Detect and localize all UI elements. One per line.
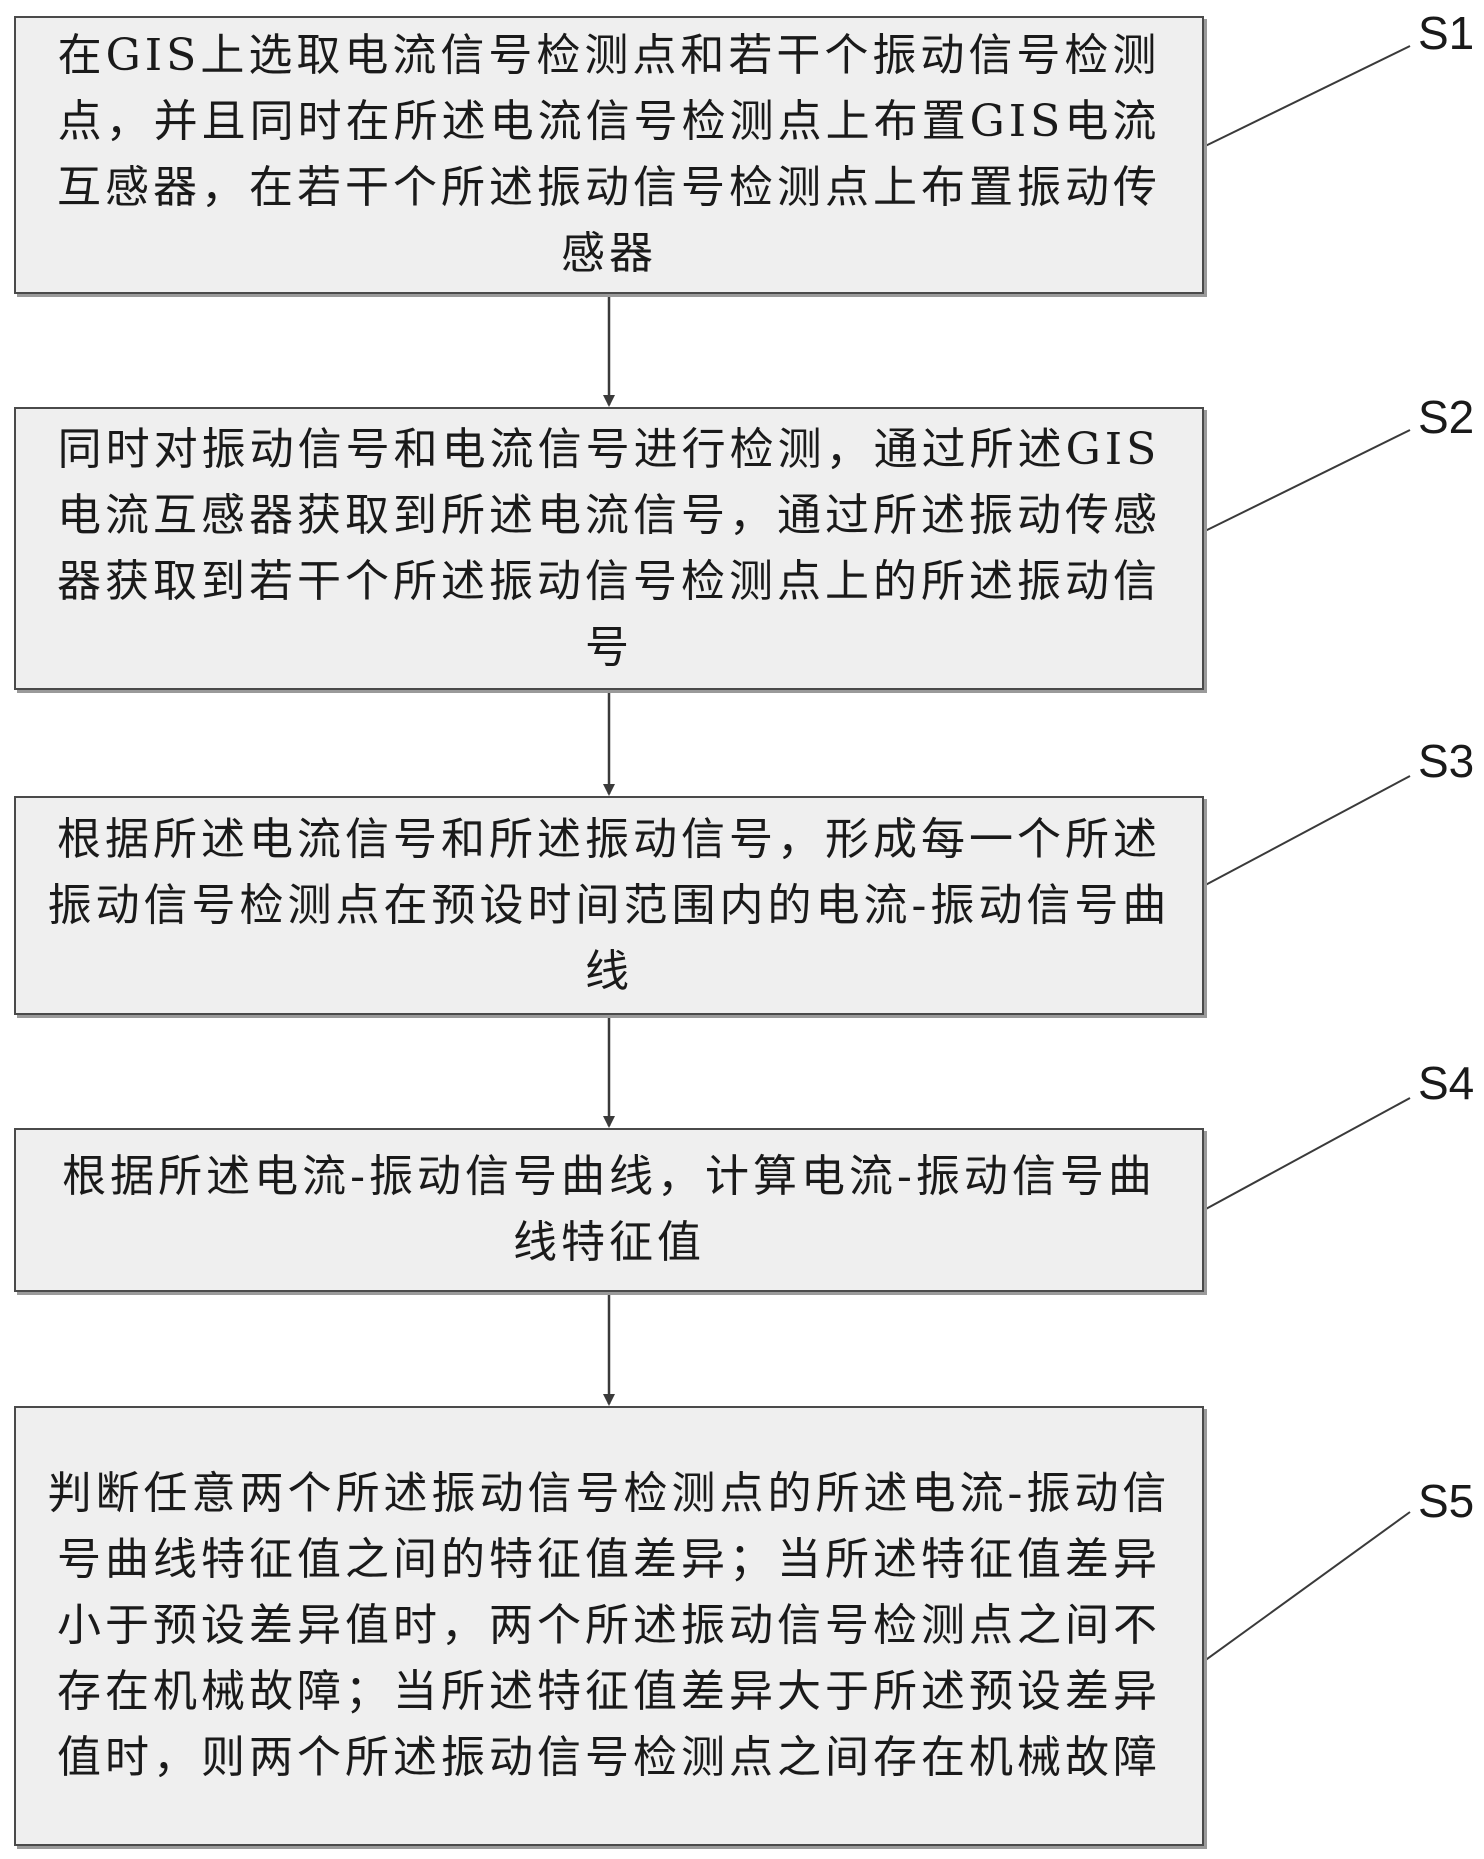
step-label-s5: S5 (1418, 1475, 1475, 1527)
leader-line-s3 (1203, 775, 1411, 887)
step-text-s1: 在GIS上选取电流信号检测点和若干个振动信号检测点，并且同时在所述电流信号检测点… (57, 30, 1161, 279)
step-label-s2: S2 (1418, 391, 1475, 443)
step-label-s1: S1 (1418, 7, 1475, 59)
step-label-s3: S3 (1418, 735, 1475, 787)
step-text-s3: 根据所述电流信号和所述振动信号，形成每一个所述振动信号检测点在预设时间范围内的电… (47, 813, 1171, 997)
step-box-s1: 在GIS上选取电流信号检测点和若干个振动信号检测点，并且同时在所述电流信号检测点… (14, 16, 1204, 294)
step-text-s5: 判断任意两个所述振动信号检测点的所述电流-振动信号曲线特征值之间的特征值差异；当… (47, 1468, 1171, 1783)
step-text-s2: 同时对振动信号和电流信号进行检测，通过所述GIS电流互感器获取到所述电流信号，通… (57, 423, 1161, 673)
step-box-s4: 根据所述电流-振动信号曲线，计算电流-振动信号曲线特征值 (14, 1128, 1204, 1292)
step-box-s3: 根据所述电流信号和所述振动信号，形成每一个所述振动信号检测点在预设时间范围内的电… (14, 796, 1204, 1015)
leader-line-s5 (1203, 1511, 1411, 1663)
leader-line-s2 (1203, 429, 1411, 533)
step-box-s5: 判断任意两个所述振动信号检测点的所述电流-振动信号曲线特征值之间的特征值差异；当… (14, 1406, 1204, 1846)
step-text-s4: 根据所述电流-振动信号曲线，计算电流-振动信号曲线特征值 (62, 1151, 1156, 1268)
step-label-s4: S4 (1418, 1057, 1475, 1109)
leader-line-s1 (1203, 45, 1411, 148)
step-box-s2: 同时对振动信号和电流信号进行检测，通过所述GIS电流互感器获取到所述电流信号，通… (14, 407, 1204, 690)
leader-line-s4 (1203, 1097, 1411, 1211)
